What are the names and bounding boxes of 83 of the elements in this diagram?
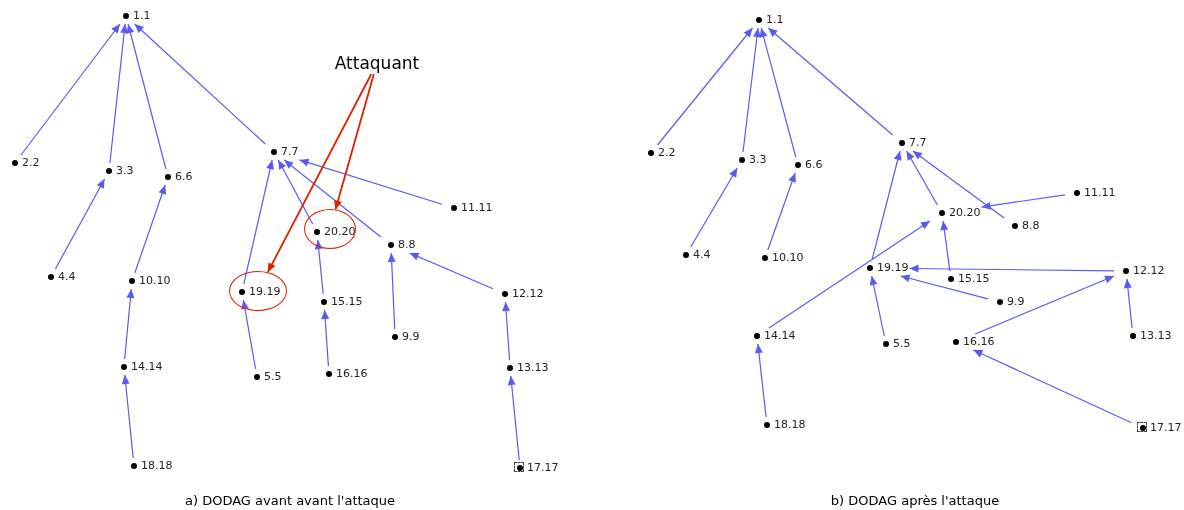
network-node: 18.18: [756, 418, 806, 432]
arrow: [502, 301, 511, 361]
network-node: 2.2: [4, 156, 40, 170]
arrow: [507, 375, 520, 461]
network-node: 20.20: [931, 206, 981, 220]
network-node: 14.14: [113, 360, 163, 374]
network-node: 6.6: [787, 158, 823, 172]
arrow: [387, 252, 396, 330]
arrow: [266, 73, 373, 274]
network-node: 3.3: [98, 164, 134, 178]
network-node: 4.4: [40, 270, 76, 284]
network-node: 12.12: [494, 287, 544, 301]
network-node: 1.1: [748, 13, 784, 27]
network-node: 6.6: [157, 170, 193, 184]
arrow: [906, 150, 938, 206]
arrow: [759, 27, 797, 158]
caption: b) DODAG après l'attaque: [830, 493, 1000, 508]
network-node: 3.3: [731, 153, 767, 167]
arrow: [126, 23, 167, 170]
network-node: 20.20: [306, 225, 356, 239]
arrow: [656, 27, 754, 146]
arrow: [972, 349, 1132, 424]
arrow: [912, 150, 1005, 219]
network-node: 10.10: [754, 251, 804, 265]
network-node: 4.4: [675, 248, 711, 262]
arrow: [54, 178, 106, 270]
arrow: [980, 194, 1066, 210]
arrow: [321, 309, 330, 367]
arrow: [243, 159, 275, 285]
network-node: 14.14: [746, 329, 796, 343]
arrow: [690, 167, 738, 248]
network-node: 15.15: [313, 295, 363, 309]
network-node: 5.5: [246, 370, 282, 384]
arrow: [121, 374, 134, 459]
network-node: 15.15: [940, 272, 990, 286]
network-node: 9.9: [989, 295, 1025, 309]
network-node: 11.11: [443, 201, 493, 215]
arrow: [277, 159, 314, 225]
arrow: [283, 159, 382, 238]
arrow: [124, 288, 135, 360]
network-node: 16.16: [945, 335, 995, 349]
network-node: 7.7: [891, 136, 927, 150]
arrow: [768, 220, 931, 329]
arrow: [314, 239, 324, 295]
network-node: 1.1: [115, 9, 151, 23]
network-node: 2.2: [640, 146, 676, 160]
network-node: 10.10: [121, 274, 171, 288]
network-node: 7.7: [263, 145, 299, 159]
arrow: [767, 172, 796, 251]
network-node: 17.17: [509, 461, 559, 475]
arrow: [241, 299, 257, 370]
network-node: 5.5: [875, 337, 911, 351]
network-node: 8.8: [1004, 219, 1040, 233]
network-node: 13.13: [499, 361, 549, 375]
arrow: [1123, 278, 1133, 329]
arrow: [940, 220, 951, 272]
arrow: [298, 158, 443, 205]
arrow: [908, 264, 1115, 273]
network-node: 18.18: [123, 459, 173, 473]
arrow: [900, 274, 989, 300]
arrow: [20, 23, 121, 156]
arrow: [409, 252, 494, 290]
caption: a) DODAG avant avant l'attaque: [184, 493, 396, 508]
network-node: 17.17: [1132, 421, 1182, 435]
arrow: [334, 73, 375, 211]
arrow: [754, 343, 767, 418]
network-node: 12.12: [1115, 264, 1165, 278]
network-node: 9.9: [384, 330, 420, 344]
arrow: [134, 23, 266, 145]
network-node: 16.16: [318, 367, 368, 381]
arrow: [871, 150, 902, 261]
network-node: 11.11: [1066, 186, 1116, 200]
arrow: [134, 184, 167, 274]
arrow: [974, 275, 1115, 335]
network-node: 19.19: [231, 285, 281, 299]
arrow: [869, 275, 885, 337]
arrow: [742, 27, 761, 153]
annotation-label: Attaquant: [334, 53, 420, 73]
arrow: [109, 23, 129, 164]
network-node: 13.13: [1122, 329, 1172, 343]
arrow: [767, 27, 894, 136]
network-node: 19.19: [859, 261, 909, 275]
network-node: 8.8: [380, 238, 416, 252]
